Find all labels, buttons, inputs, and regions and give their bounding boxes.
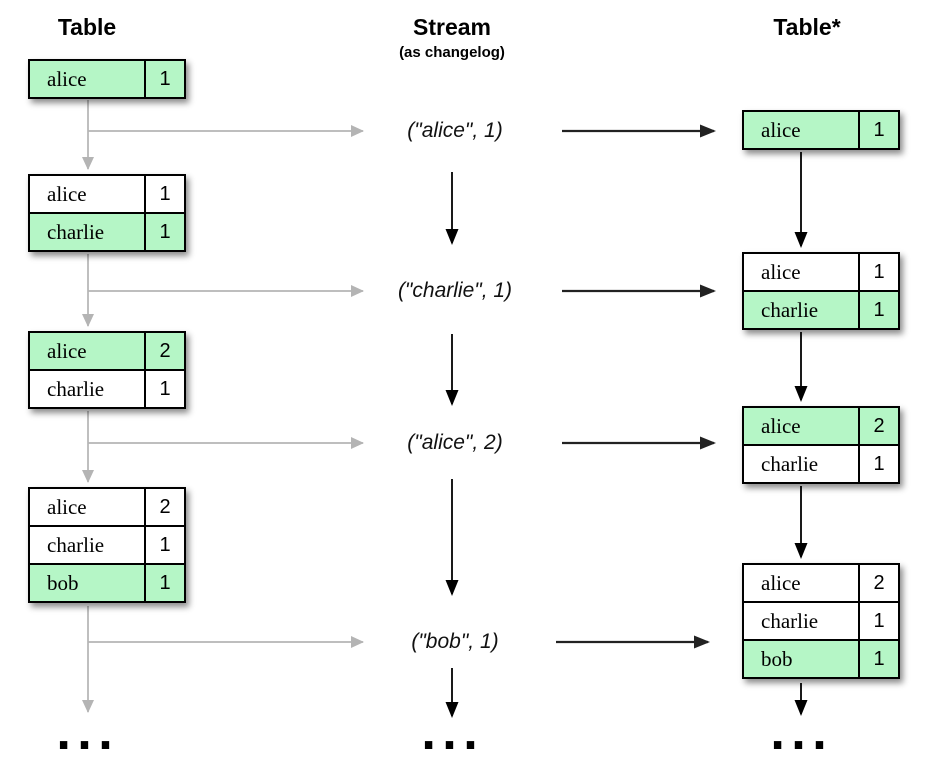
- row-value: 1: [858, 446, 898, 482]
- table-row: charlie 1: [744, 290, 898, 328]
- row-key: alice: [761, 413, 801, 438]
- row-value: 1: [144, 176, 184, 212]
- table-row: alice 1: [744, 112, 898, 148]
- row-value: 1: [144, 565, 184, 601]
- table-row: bob 1: [744, 639, 898, 677]
- row-value: 1: [858, 603, 898, 639]
- row-value: 2: [858, 408, 898, 444]
- row-key: charlie: [761, 608, 819, 633]
- table-row: alice 2: [30, 489, 184, 525]
- column-header-stream-subtitle: (as changelog): [399, 44, 505, 61]
- right-table-version-3: alice 2 charlie 1: [742, 406, 900, 484]
- row-value: 1: [858, 292, 898, 328]
- table-row: alice 1: [744, 254, 898, 290]
- table-row: alice 2: [744, 565, 898, 601]
- stream-event-4: ("bob", 1): [411, 630, 499, 653]
- row-key: alice: [47, 494, 87, 519]
- row-value: 1: [144, 371, 184, 407]
- table-row: charlie 1: [30, 369, 184, 407]
- stream-event-2: ("charlie", 1): [397, 279, 513, 302]
- row-value: 1: [144, 61, 184, 97]
- row-key: alice: [761, 570, 801, 595]
- row-key: bob: [761, 646, 793, 671]
- row-key: charlie: [761, 451, 819, 476]
- left-table-version-4: alice 2 charlie 1 bob 1: [28, 487, 186, 603]
- row-value: 1: [858, 112, 898, 148]
- stream-event-1: ("alice", 1): [407, 119, 503, 142]
- table-row: charlie 1: [744, 601, 898, 639]
- table-row: bob 1: [30, 563, 184, 601]
- table-row: alice 2: [30, 333, 184, 369]
- row-key: alice: [47, 181, 87, 206]
- left-table-version-1: alice 1: [28, 59, 186, 99]
- stream-event-3: ("alice", 2): [407, 431, 503, 454]
- table-row: charlie 1: [30, 525, 184, 563]
- right-table-version-4: alice 2 charlie 1 bob 1: [742, 563, 900, 679]
- row-value: 1: [858, 641, 898, 677]
- table-row: charlie 1: [30, 212, 184, 250]
- row-key: bob: [47, 570, 79, 595]
- row-key: charlie: [47, 532, 105, 557]
- row-value: 1: [144, 527, 184, 563]
- row-value: 2: [144, 489, 184, 525]
- row-key: charlie: [47, 219, 105, 244]
- column-header-table: Table: [57, 14, 117, 40]
- right-table-version-1: alice 1: [742, 110, 900, 150]
- row-key: alice: [761, 117, 801, 142]
- table-row: alice 1: [30, 176, 184, 212]
- ellipsis-stream-column: ...: [420, 710, 484, 759]
- right-table-version-2: alice 1 charlie 1: [742, 252, 900, 330]
- row-value: 1: [144, 214, 184, 250]
- ellipsis-table-column: ...: [55, 710, 119, 759]
- left-table-version-3: alice 2 charlie 1: [28, 331, 186, 409]
- row-key: alice: [761, 259, 801, 284]
- table-row: charlie 1: [744, 444, 898, 482]
- row-value: 2: [858, 565, 898, 601]
- left-table-version-2: alice 1 charlie 1: [28, 174, 186, 252]
- row-key: alice: [47, 66, 87, 91]
- row-value: 2: [144, 333, 184, 369]
- table-row: alice 2: [744, 408, 898, 444]
- row-key: alice: [47, 338, 87, 363]
- table-row: alice 1: [30, 61, 184, 97]
- column-header-table-star: Table*: [773, 14, 841, 40]
- row-value: 1: [858, 254, 898, 290]
- ellipsis-table-star-column: ...: [769, 710, 833, 759]
- row-key: charlie: [761, 297, 819, 322]
- column-header-stream: Stream: [413, 14, 491, 40]
- row-key: charlie: [47, 376, 105, 401]
